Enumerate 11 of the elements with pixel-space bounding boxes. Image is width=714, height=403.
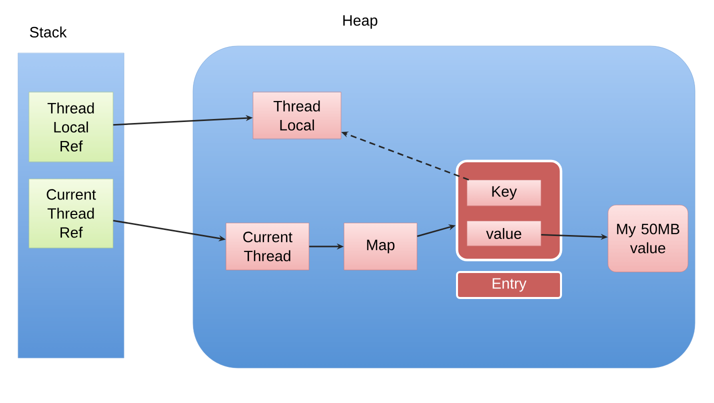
reference-box: Thread Local Ref [28,92,114,162]
value-box: My 50MB value [608,204,688,272]
object-box: Key [466,180,542,206]
node-label: Heap [343,15,378,29]
reference-box: Current Thread Ref [28,178,114,248]
object-box: Current Thread [226,222,310,270]
entry-label-box: Entry [456,271,562,299]
object-box: Thread Local [252,92,342,140]
node-label: Stack [30,26,67,38]
object-box: value [466,220,542,246]
object-box: Map [344,222,418,270]
